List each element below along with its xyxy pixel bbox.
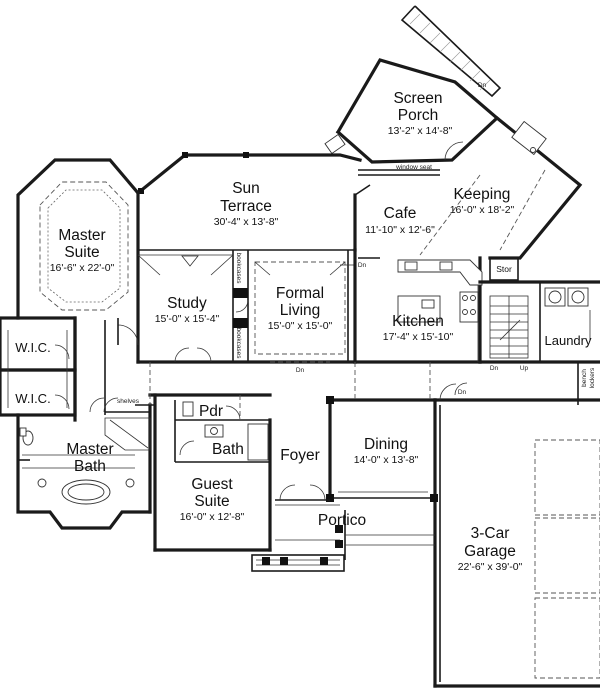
- dining-dims: 14'-0" x 13'-8": [354, 454, 419, 466]
- laundry-name: Laundry: [545, 333, 592, 348]
- pdr-name: Pdr: [199, 403, 223, 420]
- up-label-stair: Up: [520, 365, 529, 372]
- dn-label-porch-stair: Dn: [478, 82, 487, 89]
- foyer-name: Foyer: [280, 447, 320, 464]
- garage-name-2: Garage: [464, 543, 516, 560]
- cafe-name: Cafe: [384, 205, 417, 222]
- portico-name: Portico: [318, 512, 366, 529]
- sun-terrace-name-1: Sun: [232, 180, 260, 197]
- master-bath-walls: [16, 316, 152, 530]
- kitchen-name: Kitchen: [392, 313, 444, 330]
- kitchen-walls: [353, 248, 519, 364]
- formal-living-dims: 15'-0" x 15'-0": [268, 320, 333, 332]
- formal-living-name-1: Formal: [276, 285, 324, 302]
- master-bath-name-2: Bath: [74, 458, 106, 475]
- dn-label-living: Dn: [296, 367, 305, 374]
- dn-label-stair: Dn: [490, 365, 499, 372]
- keeping-name: Keeping: [454, 186, 511, 203]
- bath-name: Bath: [212, 441, 244, 458]
- window-seat-label: window seat: [395, 164, 432, 171]
- dining-name: Dining: [364, 436, 408, 453]
- master-suite-name-1: Master: [58, 227, 105, 244]
- formal-living-name-2: Living: [280, 302, 321, 319]
- master-bath-name-1: Master: [66, 441, 113, 458]
- study-dims: 15'-0" x 15'-4": [155, 313, 220, 325]
- dn-label-cafe: Dn: [358, 262, 367, 269]
- guest-suite-name-1: Guest: [191, 476, 233, 493]
- master-suite-walls: [16, 158, 141, 364]
- master-suite-dims: 16'-6" x 22'-0": [50, 262, 115, 274]
- wic-lower-name: W.I.C.: [15, 391, 50, 406]
- screen-porch-dims: 13'-2" x 14'-8": [388, 125, 453, 137]
- stor-name: Stor: [496, 264, 512, 274]
- garage-name-1: 3-Car: [471, 525, 510, 542]
- study-name: Study: [167, 295, 207, 312]
- screen-porch-name-1: Screen: [393, 90, 442, 107]
- dn-label-garage: Dn: [458, 389, 467, 396]
- cafe-dims: 11'-10" x 12'-6": [365, 224, 435, 236]
- stair-laundry-walls: [454, 280, 600, 405]
- shelves-label: shelves: [117, 398, 140, 405]
- sun-terrace-dims: 30'-4" x 13'-8": [214, 216, 279, 228]
- bench-label: bench: [581, 369, 588, 387]
- guest-suite-dims: 16'-0" x 12'-8": [180, 511, 245, 523]
- bookcases-label-2: bookcases: [235, 327, 242, 359]
- screen-porch-name-2: Porch: [398, 107, 439, 124]
- guest-wing-walls: [135, 393, 272, 552]
- screen-porch-walls: [324, 5, 502, 164]
- lockers-label: lockers: [589, 367, 596, 388]
- foyer-portico-walls: [251, 361, 435, 572]
- keeping-dims: 16'-0" x 18'-2": [450, 204, 515, 216]
- kitchen-dims: 17'-4" x 15'-10": [383, 331, 454, 343]
- dining-walls: [326, 396, 438, 502]
- garage-walls: [433, 383, 600, 688]
- sun-terrace-name-2: Terrace: [220, 198, 272, 215]
- master-suite-name-2: Suite: [64, 244, 99, 261]
- garage-dims: 22'-6" x 39'-0": [458, 561, 523, 573]
- wic-upper-name: W.I.C.: [15, 340, 50, 355]
- dashed-openings: [149, 362, 431, 405]
- guest-suite-name-2: Suite: [194, 493, 229, 510]
- bookcases-label-1: bookcases: [235, 252, 242, 284]
